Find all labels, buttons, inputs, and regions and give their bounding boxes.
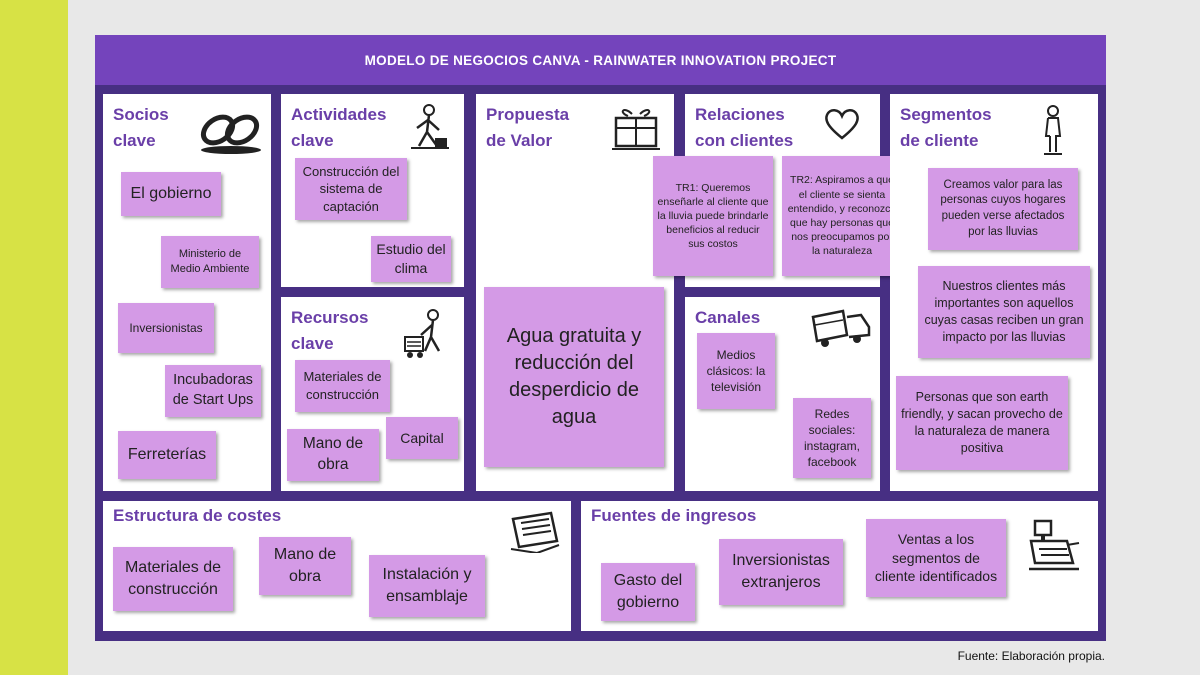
receipt-icon [510, 511, 560, 553]
note-mano-obra-recursos: Mano de obra [287, 429, 379, 481]
propuesta-title: Propuesta de Valor [486, 105, 570, 150]
business-model-canvas: MODELO DE NEGOCIOS CANVA - RAINWATER INN… [95, 35, 1106, 641]
cash-register-icon [1029, 519, 1080, 571]
gift-icon [612, 109, 660, 150]
note-instalacion: Instalación y ensamblaje [369, 555, 485, 617]
box-estructura-costes: Estructura de costes Materiales de const… [103, 501, 571, 631]
note-mano-obra-costes: Mano de obra [259, 537, 351, 595]
box-relaciones-clientes: Relaciones con clientes TR1: Queremos en… [653, 94, 902, 287]
note-ventas-segmentos: Ventas a los segmentos de cliente identi… [866, 519, 1006, 597]
note-agua-gratuita: Agua gratuita y reducción del desperdici… [484, 287, 664, 467]
canvas-header: MODELO DE NEGOCIOS CANVA - RAINWATER INN… [95, 35, 1106, 85]
note-el-gobierno: El gobierno [121, 172, 221, 216]
canvas-title: MODELO DE NEGOCIOS CANVA - RAINWATER INN… [364, 52, 837, 68]
ingresos-title: Fuentes de ingresos [591, 506, 757, 525]
source-caption: Fuente: Elaboración propia. [957, 649, 1105, 663]
box-fuentes-ingresos: Fuentes de ingresos Gasto del gobierno I… [581, 501, 1098, 631]
accent-side-bar [0, 0, 68, 675]
note-inversionistas: Inversionistas [118, 303, 214, 353]
socios-title: Socios clave [113, 105, 169, 150]
recursos-title: Recursos clave [291, 308, 369, 353]
note-construccion-sistema: Construcción del sistema de captación [295, 158, 407, 220]
box-segmentos-cliente: Segmentos de cliente Creamos valor para … [890, 94, 1098, 491]
note-tr2: TR2: Aspiramos a que el cliente se sient… [782, 156, 902, 276]
heart-icon [825, 109, 859, 140]
note-ferreterias: Ferreterías [118, 431, 216, 479]
note-incubadoras: Incubadoras de Start Ups [165, 365, 261, 417]
note-creamos-valor: Creamos valor para las personas cuyos ho… [928, 168, 1078, 250]
costes-title: Estructura de costes [113, 506, 282, 525]
box-actividades-clave: Actividades clave Construcción del siste… [281, 94, 464, 287]
note-clientes-importantes: Nuestros clientes más importantes son aq… [918, 266, 1090, 358]
worker-with-cart-icon [404, 309, 441, 358]
relaciones-title: Relaciones con clientes [695, 105, 794, 150]
box-propuesta-valor: Propuesta de Valor Agua gratuita y reduc… [476, 94, 674, 491]
canales-title: Canales [695, 308, 761, 327]
box-socios-clave: Socios clave El gobierno Ministerio de M… [103, 94, 271, 491]
note-estudio-clima: Estudio del clima [371, 236, 451, 282]
segmentos-title: Segmentos de cliente [900, 105, 992, 150]
actividades-title: Actividades clave [291, 105, 387, 150]
box-recursos-clave: Recursos clave Materiales de construcció… [281, 297, 464, 491]
note-materiales-costes: Materiales de construcción [113, 547, 233, 611]
note-earth-friendly: Personas que son earth friendly, y sacan… [896, 376, 1068, 470]
worker-icon [411, 104, 449, 149]
note-redes-sociales: Redes sociales: instagram, facebook [793, 398, 871, 478]
note-inversionistas-extranjeros: Inversionistas extranjeros [719, 539, 843, 605]
note-ministerio: Ministerio de Medio Ambiente [161, 236, 259, 288]
person-icon [1044, 105, 1062, 155]
note-medios-clasicos: Medios clásicos: la televisión [697, 333, 775, 409]
note-gasto-gobierno: Gasto del gobierno [601, 563, 695, 621]
note-materiales-recursos: Materiales de construcción [295, 360, 390, 412]
box-canales: Canales Medios clásicos: la televisión R… [685, 297, 880, 491]
note-tr1: TR1: Queremos enseñarle al cliente que l… [653, 156, 773, 276]
note-capital: Capital [386, 417, 458, 459]
truck-icon [811, 309, 871, 347]
chain-links-icon [200, 114, 261, 154]
